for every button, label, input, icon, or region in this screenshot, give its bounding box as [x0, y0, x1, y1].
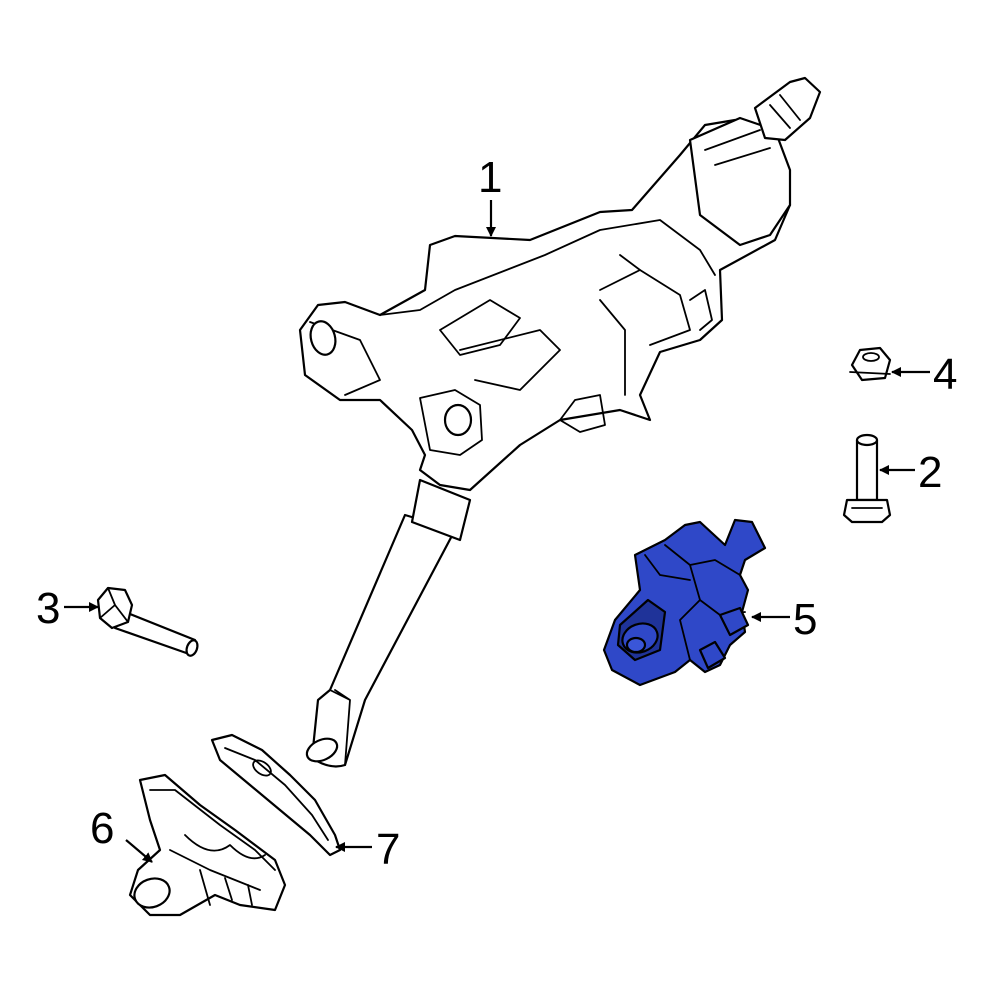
callout-5: 5 [793, 595, 817, 644]
callout-labels: 1 2 3 4 5 6 7 [36, 153, 957, 874]
leader-lines [64, 200, 930, 863]
callout-7: 7 [376, 825, 400, 874]
column-shroud[interactable] [128, 773, 287, 917]
column-motor-actuator[interactable] [602, 518, 767, 687]
callout-3: 3 [36, 584, 60, 633]
callout-4: 4 [933, 350, 957, 399]
hex-nut[interactable] [849, 346, 892, 382]
callout-1: 1 [478, 153, 502, 202]
callout-6: 6 [90, 804, 114, 853]
hex-bolt[interactable] [96, 586, 199, 657]
leader-6 [125, 839, 153, 863]
stud-bolt[interactable] [842, 433, 892, 524]
steering-column[interactable] [298, 76, 822, 768]
actuator-body [602, 518, 767, 687]
callout-2: 2 [918, 448, 942, 497]
